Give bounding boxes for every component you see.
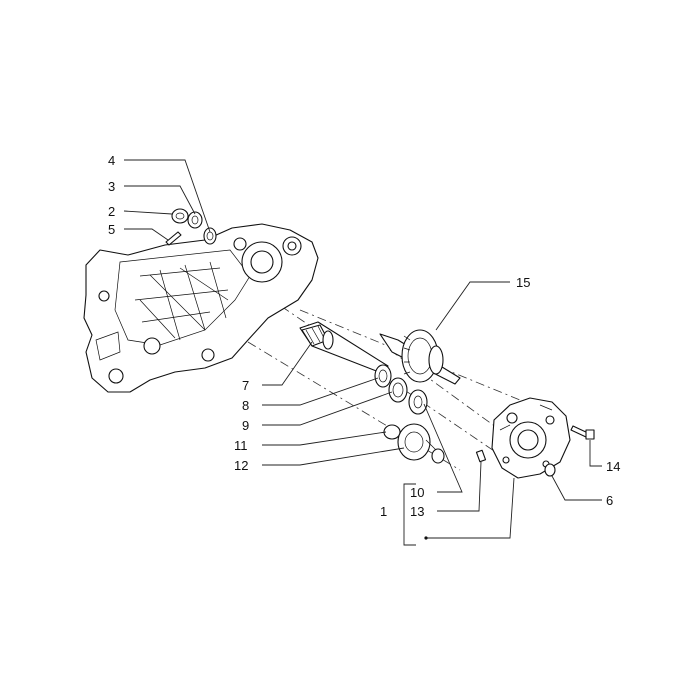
idler-gear-part <box>408 389 428 415</box>
callout-8: 8 <box>242 398 249 413</box>
callout-11: 11 <box>234 438 248 453</box>
leader-lines <box>123 159 602 546</box>
thrust-washer-part <box>388 377 408 403</box>
callout-13: 13 <box>410 504 424 519</box>
intermediate-gear-part <box>397 423 445 464</box>
callout-5: 5 <box>108 222 115 237</box>
crankcase-half-icon <box>83 223 319 393</box>
callout-4: 4 <box>108 153 115 168</box>
drain-plug-part <box>544 463 556 477</box>
shaft-bearing-part <box>374 364 392 388</box>
bearing-part <box>187 211 203 229</box>
callout-7: 7 <box>242 378 249 393</box>
callout-6: 6 <box>606 493 613 508</box>
spacer-bushing-part <box>383 424 401 440</box>
cover-bolt-part <box>570 425 595 440</box>
bushing-part <box>171 208 189 224</box>
dowel-pin-part <box>165 231 182 246</box>
seal-ring-part <box>203 227 217 245</box>
callout-10: 10 <box>410 485 424 500</box>
transmission-cover-icon <box>491 397 571 479</box>
callout-2: 2 <box>108 204 115 219</box>
callout-15: 15 <box>516 275 530 290</box>
callout-1: 1 <box>380 504 387 519</box>
callout-14: 14 <box>606 459 620 474</box>
callout-12: 12 <box>234 458 248 473</box>
locating-dowel-part <box>475 449 487 463</box>
callout-labels: 4 3 2 5 7 8 9 11 12 15 10 13 1 14 6 <box>108 153 620 519</box>
callout-9: 9 <box>242 418 249 433</box>
primary-shaft-part <box>299 321 389 375</box>
callout-3: 3 <box>108 179 115 194</box>
output-shaft-gear-part <box>379 329 461 385</box>
